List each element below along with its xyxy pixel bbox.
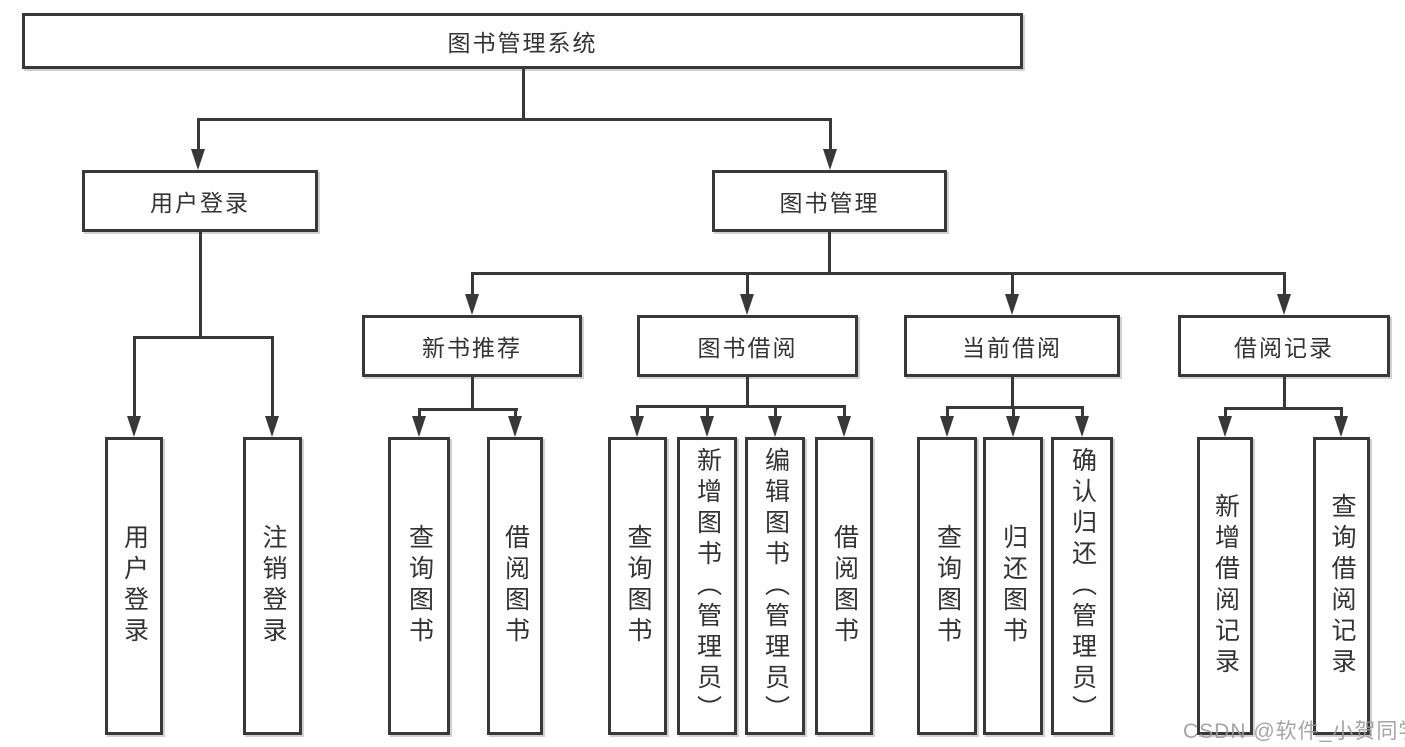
connector-current-drop-2 — [1011, 406, 1015, 418]
connector-current-drop-1 — [945, 406, 949, 418]
leaf-logout: 注销登录 — [243, 437, 302, 735]
connector-book-mgmt-drop-4 — [1282, 272, 1286, 296]
node-root-label: 图书管理系统 — [447, 30, 598, 56]
node-new-book-recommend-label: 新书推荐 — [422, 335, 522, 361]
node-borrow-records-label: 借阅记录 — [1234, 335, 1334, 361]
connector-recommend-bar — [417, 408, 518, 411]
connector-root-drop-right — [828, 118, 832, 152]
leaf-borrow-books-2: 借阅图书 — [815, 437, 873, 735]
arrowhead-user-login — [191, 149, 205, 170]
connector-root-stem — [521, 69, 525, 118]
arrowhead-book-management — [823, 149, 837, 170]
connector-user-login-stem — [198, 232, 202, 336]
arrowhead-current-borrow — [1005, 294, 1019, 315]
node-book-management-label: 图书管理 — [779, 190, 880, 216]
arrowhead-add-book — [700, 416, 714, 437]
leaf-confirm-return-admin: 确认归还（管理员） — [1051, 437, 1113, 735]
connector-records-drop-1 — [1223, 407, 1227, 418]
arrowhead-confirm-return — [1075, 416, 1089, 437]
node-book-borrow-label: 图书借阅 — [697, 335, 798, 361]
connector-current-stem — [1010, 377, 1014, 406]
leaf-confirm-return-admin-label: 确认归还（管理员） — [1068, 446, 1097, 726]
leaf-query-books-3: 查询图书 — [917, 437, 977, 735]
connector-borrow-stem — [745, 377, 749, 405]
connector-book-mgmt-stem — [827, 232, 831, 272]
connector-borrow-drop-4 — [842, 405, 846, 418]
leaf-query-books-2: 查询图书 — [608, 437, 667, 735]
node-user-login-label: 用户登录 — [150, 190, 250, 216]
connector-records-drop-2 — [1339, 407, 1343, 418]
arrowhead-leaf-user-login — [127, 416, 141, 437]
arrowhead-return-book — [1006, 416, 1020, 437]
arrowhead-query-borrow-record — [1334, 416, 1348, 437]
leaf-borrow-books-1-label: 借阅图书 — [501, 524, 530, 648]
arrowhead-add-borrow-record — [1218, 416, 1232, 437]
leaf-query-books-1-label: 查询图书 — [405, 524, 434, 648]
connector-borrow-bar — [635, 405, 846, 408]
leaf-borrow-books-1: 借阅图书 — [487, 437, 543, 735]
leaf-query-borrow-record: 查询借阅记录 — [1313, 437, 1370, 735]
leaf-user-login: 用户登录 — [105, 437, 163, 735]
arrowhead-query-books-3 — [940, 416, 954, 437]
leaf-query-books-1: 查询图书 — [388, 437, 450, 735]
leaf-add-borrow-record: 新增借阅记录 — [1197, 437, 1253, 735]
leaf-logout-label: 注销登录 — [259, 524, 287, 648]
node-current-borrow-label: 当前借阅 — [962, 335, 1062, 361]
node-new-book-recommend: 新书推荐 — [362, 315, 582, 377]
leaf-query-books-2-label: 查询图书 — [624, 524, 652, 648]
arrowhead-query-books-1 — [412, 416, 426, 437]
connector-book-mgmt-drop-2 — [745, 272, 749, 296]
arrowhead-borrow-books-2 — [837, 416, 851, 437]
arrowhead-new-book-recommend — [465, 294, 479, 315]
connector-user-login-drop-1 — [132, 336, 136, 418]
connector-records-bar — [1223, 407, 1343, 410]
leaf-return-book: 归还图书 — [983, 437, 1043, 735]
connector-recommend-drop-1 — [417, 408, 421, 418]
arrowhead-borrow-records — [1277, 294, 1291, 315]
arrowhead-leaf-logout — [265, 416, 279, 437]
watermark: CSDN @软件_小贺同学 — [1183, 720, 1405, 743]
connector-borrow-drop-2 — [705, 405, 709, 418]
node-book-management: 图书管理 — [712, 170, 947, 232]
leaf-add-book-admin-label: 新增图书（管理员） — [693, 446, 722, 726]
connector-borrow-drop-1 — [635, 405, 639, 418]
node-current-borrow: 当前借阅 — [904, 315, 1120, 377]
connector-recommend-drop-2 — [513, 408, 517, 418]
connector-current-drop-3 — [1080, 406, 1084, 418]
leaf-user-login-label: 用户登录 — [120, 524, 149, 648]
arrowhead-edit-book — [768, 416, 782, 437]
leaf-add-borrow-record-label: 新增借阅记录 — [1211, 493, 1240, 679]
connector-user-login-drop-2 — [270, 336, 274, 418]
connector-records-stem — [1282, 377, 1286, 407]
arrowhead-borrow-books-1 — [508, 416, 522, 437]
connector-user-login-bar — [132, 336, 274, 339]
connector-root-drop-left — [196, 118, 200, 152]
connector-book-mgmt-bar — [470, 272, 1286, 275]
connector-current-bar — [945, 406, 1084, 409]
arrowhead-query-books-2 — [630, 416, 644, 437]
connector-root-bar — [196, 118, 832, 121]
node-user-login: 用户登录 — [82, 170, 318, 232]
leaf-return-book-label: 归还图书 — [999, 524, 1028, 648]
leaf-query-borrow-record-label: 查询借阅记录 — [1328, 493, 1356, 679]
leaf-borrow-books-2-label: 借阅图书 — [830, 524, 859, 648]
leaf-edit-book-admin-label: 编辑图书（管理员） — [761, 446, 790, 726]
leaf-edit-book-admin: 编辑图书（管理员） — [745, 437, 805, 735]
connector-borrow-drop-3 — [773, 405, 777, 418]
node-book-borrow: 图书借阅 — [637, 315, 858, 377]
leaf-query-books-3-label: 查询图书 — [933, 524, 962, 648]
arrowhead-book-borrow — [740, 294, 754, 315]
connector-book-mgmt-drop-3 — [1010, 272, 1014, 296]
node-borrow-records: 借阅记录 — [1178, 315, 1390, 377]
leaf-add-book-admin: 新增图书（管理员） — [677, 437, 737, 735]
node-root: 图书管理系统 — [22, 13, 1023, 69]
connector-recommend-stem — [470, 377, 474, 408]
connector-book-mgmt-drop-1 — [470, 272, 474, 296]
